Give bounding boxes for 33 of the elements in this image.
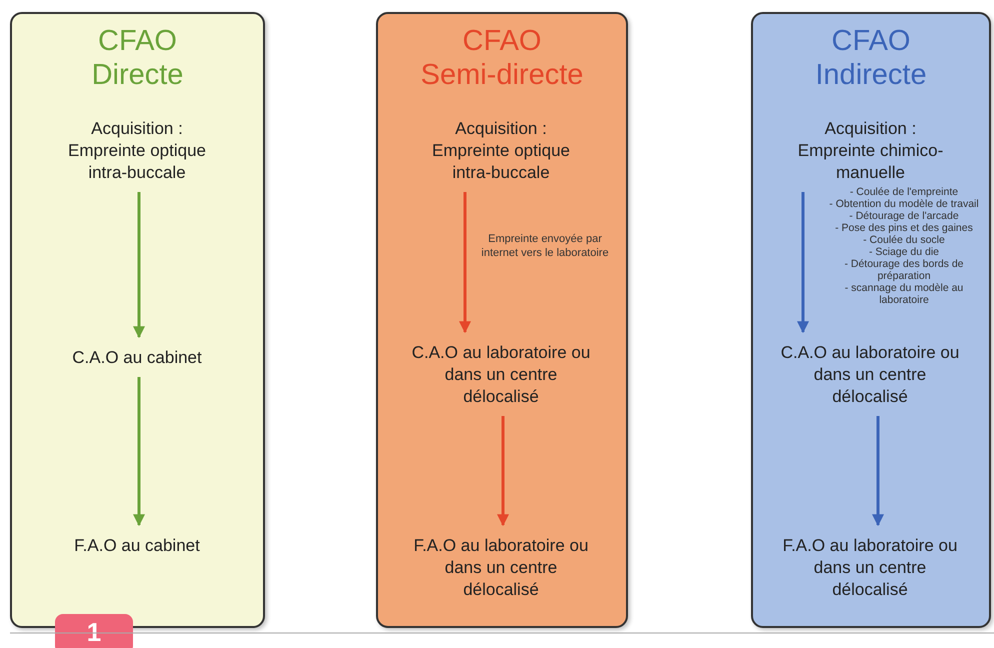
list-item: - scannage du modèle au laboratoire <box>844 282 964 306</box>
step-text: Acquisition : <box>824 118 918 140</box>
arrow <box>133 377 145 526</box>
step-text: Acquisition : <box>90 118 184 140</box>
column-panel <box>376 12 628 628</box>
list-item: - Sciage du die <box>868 246 940 258</box>
list-item: - Détourage de l'arcade <box>848 210 960 222</box>
list-item: - Pose des pins et des gaines <box>834 222 974 234</box>
step-text: Empreinte optique intra-buccale <box>67 140 207 184</box>
list-item: - Coulée de l'empreinte <box>848 186 960 198</box>
step-text: C.A.O au cabinet <box>71 347 203 369</box>
step-text: Acquisition : <box>454 118 548 140</box>
column-title: CFAO Semi-directe <box>420 24 584 92</box>
edge-label: Empreinte envoyée par internet vers le laboratoire <box>480 232 610 260</box>
list-item: - Obtention du modèle de travail <box>828 198 980 210</box>
arrow <box>872 416 884 526</box>
step-text: F.A.O au cabinet <box>73 535 201 557</box>
arrow <box>797 192 809 334</box>
figure-number-badge: 1 <box>55 614 133 648</box>
list-item: - Coulée du socle <box>862 234 946 246</box>
column-title: CFAO Directe <box>90 24 184 92</box>
arrow <box>497 416 509 526</box>
step-text: Empreinte chimico-manuelle <box>796 140 944 184</box>
step-text: F.A.O au laboratoire ou dans un centre délocalisé <box>412 535 590 601</box>
arrow <box>459 192 471 334</box>
arrow <box>133 192 145 338</box>
column-panel <box>751 12 991 628</box>
list-item: - Détourage des bords de préparation <box>843 258 965 282</box>
step-text: F.A.O au laboratoire ou dans un centre délocalisé <box>782 535 958 601</box>
step-text: C.A.O au laboratoire ou dans un centre délocalisé <box>780 342 960 408</box>
column-title: CFAO Indirecte <box>814 24 928 92</box>
step-text: Empreinte optique intra-buccale <box>431 140 571 184</box>
step-text: C.A.O au laboratoire ou dans un centre délocalisé <box>410 342 592 408</box>
